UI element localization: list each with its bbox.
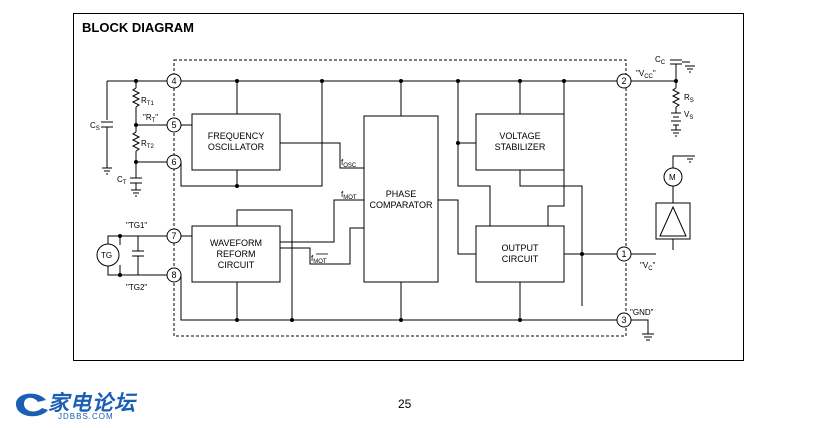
phase-line2: COMPARATOR: [369, 200, 433, 210]
rs-resistor: [671, 87, 681, 108]
pin-1-label: 1: [621, 249, 626, 259]
pin-8: [166, 267, 182, 283]
waveform-block: [191, 225, 281, 283]
waveform-line3: CIRCUIT: [218, 260, 255, 270]
pin-3-label: 3: [621, 315, 626, 325]
cc-label: CC: [655, 55, 666, 66]
fmot-label: fMOT: [341, 190, 357, 201]
tg1-label: "TG1": [126, 221, 147, 230]
freq-osc-line2: OSCILLATOR: [208, 142, 265, 152]
pin-6-label: 6: [171, 157, 176, 167]
rs-label: RS: [684, 93, 694, 104]
rt2-resistor: [131, 131, 141, 152]
phase-line1: PHASE: [386, 189, 417, 199]
volt-line2: STABILIZER: [495, 142, 546, 152]
pin-7: [166, 228, 182, 244]
tg2-label: "TG2": [126, 283, 147, 292]
motor-label: M: [669, 173, 676, 182]
rt1-resistor: [131, 87, 141, 108]
diagram-frame: [73, 13, 744, 361]
fosc-label: fOSC: [341, 158, 357, 169]
gnd-label: "GND": [630, 308, 654, 317]
freq-osc-block: [191, 113, 281, 171]
tg-label: TG: [101, 251, 112, 260]
pin-5-label: 5: [171, 120, 176, 130]
pin-8-label: 8: [171, 270, 176, 280]
pin-6: [166, 154, 182, 170]
page-number: 25: [398, 397, 412, 411]
logo-text: 家电论坛: [48, 392, 136, 415]
ct-label: CT: [117, 175, 127, 186]
vcc-label: "VCC": [636, 69, 656, 80]
vc-label: "VC": [640, 261, 656, 272]
freq-osc-line1: FREQUENCY: [208, 131, 265, 141]
waveform-line1: WAVEFORM: [210, 238, 262, 248]
rt-label: "RT": [143, 113, 158, 124]
waveform-line2: REFORM: [217, 249, 256, 259]
logo-subtext: JDBBS.COM: [58, 412, 114, 421]
cs-label: CS: [90, 121, 100, 132]
phase-block: [363, 115, 439, 283]
pin-4-label: 4: [171, 76, 176, 86]
pin-5: [166, 117, 182, 133]
volt-line1: VOLTAGE: [499, 131, 540, 141]
vs-label: VS: [684, 110, 693, 121]
pin-4: [166, 73, 182, 89]
output-line1: OUTPUT: [502, 243, 540, 253]
pin-7-label: 7: [171, 231, 176, 241]
logo-icon: [16, 393, 48, 417]
fmotbar-label: fMOT: [311, 254, 327, 265]
pin-2-label: 2: [621, 76, 626, 86]
diagram-title: BLOCK DIAGRAM: [82, 20, 194, 35]
rt2-label: RT2: [141, 139, 154, 150]
output-line2: CIRCUIT: [502, 254, 539, 264]
ic-boundary: [173, 59, 627, 337]
rt1-label: RT1: [141, 96, 154, 107]
